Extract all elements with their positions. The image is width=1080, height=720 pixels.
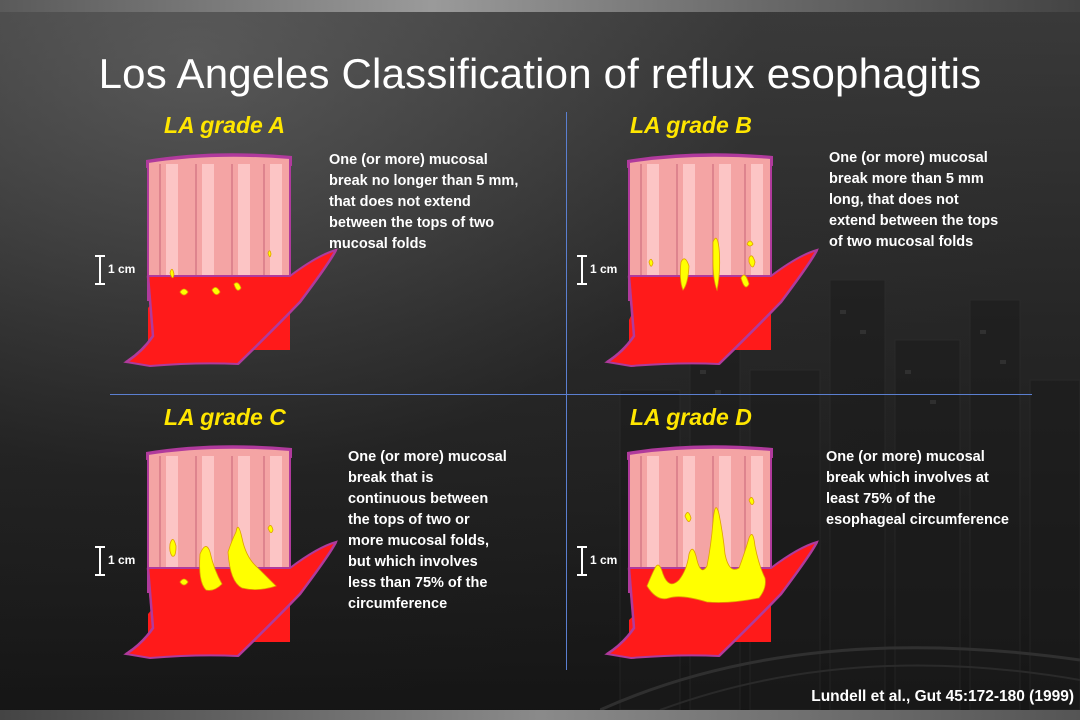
grade-d-scale-label: 1 cm [590, 553, 618, 567]
grade-a-description: One (or more) mucosal break no longer th… [329, 152, 519, 252]
grade-b-description: One (or more) mucosal break more than 5 … [829, 150, 999, 250]
grade-b-scale: 1 cm [577, 255, 637, 291]
tissue-edge-left [606, 567, 636, 656]
grade-d-scale: 1 cm [577, 546, 637, 582]
grade-b-title: LA grade B [630, 112, 752, 138]
grade-a-scale-label: 1 cm [108, 262, 136, 276]
mucosa-tube [147, 446, 291, 593]
tissue-edge-left [125, 275, 155, 364]
mucosal-fold-4 [270, 456, 282, 596]
grade-a-scale: 1 cm [95, 255, 155, 291]
grade-d-esophagus-illustration [604, 445, 819, 660]
mucosal-break-4 [746, 240, 754, 247]
mucosal-break-2 [684, 512, 692, 522]
mucosal-break-2 [267, 250, 272, 258]
tissue-edge-right [237, 249, 338, 365]
mucosal-fold-1 [166, 164, 178, 304]
mucosal-break-5 [179, 578, 189, 586]
mucosal-break-1 [648, 258, 654, 267]
vertical-divider [566, 112, 567, 670]
grade-a-title: LA grade A [164, 112, 285, 138]
top-bar [0, 0, 1080, 12]
grade-b-esophagus-illustration [604, 153, 819, 368]
mucosal-break-1 [646, 507, 766, 603]
mucosal-break-1 [169, 268, 175, 279]
mucosa-tube [147, 154, 291, 301]
mucosal-break-1 [169, 539, 177, 557]
grade-c-scale-label: 1 cm [108, 553, 136, 567]
mucosal-break-4 [211, 287, 221, 295]
mucosal-fold-1 [166, 456, 178, 596]
mucosal-break-5 [748, 255, 756, 268]
mucosal-break-2 [199, 546, 223, 591]
mucosal-break-3 [227, 526, 277, 590]
grade-c-scale: 1 cm [95, 546, 155, 582]
citation: Lundell et al., Gut 45:172-180 (1999) [811, 688, 1074, 705]
mucosal-fold-3 [238, 164, 250, 304]
city-skyline-background [600, 279, 1080, 710]
tissue-edge-right [237, 541, 338, 657]
mucosal-break-3 [712, 237, 721, 292]
mucosa-tube [628, 446, 772, 593]
mucosal-fold-4 [270, 164, 282, 304]
mucosal-break-3 [179, 288, 189, 296]
grade-a-esophagus-illustration [123, 153, 338, 368]
mucosal-break-6 [740, 274, 750, 288]
mucosal-break-5 [233, 282, 242, 291]
mucosal-fold-4 [751, 164, 763, 304]
horizontal-divider [110, 394, 1032, 395]
grade-d-title: LA grade D [630, 404, 752, 430]
mucosal-fold-2 [202, 164, 214, 304]
mucosal-fold-1 [647, 164, 659, 304]
tissue-edge-right [718, 541, 819, 657]
grade-b-scale-label: 1 cm [590, 262, 618, 276]
tissue-edge-left [125, 567, 155, 656]
grade-c-title: LA grade C [164, 404, 286, 430]
slide-title: Los Angeles Classification of reflux eso… [98, 50, 982, 98]
mucosal-break-2 [679, 258, 690, 291]
mucosal-break-4 [267, 525, 274, 533]
grade-d-description: One (or more) mucosal break which involv… [826, 449, 1009, 528]
mucosal-fold-1 [647, 456, 659, 596]
tissue-edge-right [718, 249, 819, 365]
mucosal-fold-3 [719, 164, 731, 304]
mucosa-tube [628, 154, 772, 301]
bottom-bar [0, 710, 1080, 720]
tissue-edge-left [606, 275, 636, 364]
grade-c-esophagus-illustration [123, 445, 338, 660]
mucosal-break-3 [748, 497, 755, 505]
grade-c-description: One (or more) mucosal break that is cont… [348, 449, 507, 612]
